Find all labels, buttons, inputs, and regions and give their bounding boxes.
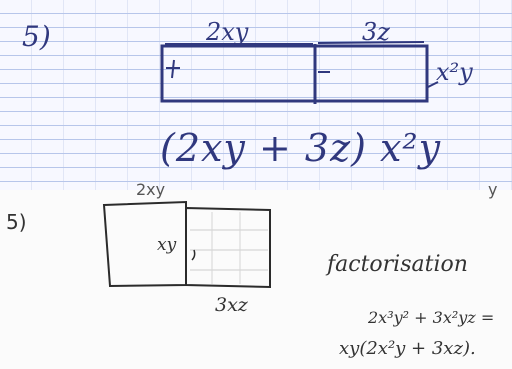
cut-off-label: 2xy: [136, 180, 166, 199]
bottom-worksheet-panel: 5) 2xy y xy 3xz factorisation 2x³y² + 3x…: [0, 180, 512, 369]
top-worksheet-panel: 5) 2xy 3z x²y (2xy + 3z) x²y: [0, 0, 512, 190]
exercise-number: 5): [22, 20, 51, 53]
right-rectangle: [185, 206, 271, 289]
tick-mark: [427, 81, 439, 88]
exercise-number: 5): [6, 210, 27, 234]
cut-off-label: y: [488, 180, 498, 199]
factorisation-line-2: xy(2x²y + 3xz).: [339, 338, 476, 359]
factored-expression: (2xy + 3z) x²y: [160, 126, 442, 170]
area-rectangle: [160, 44, 429, 103]
bottom-drawing: [102, 200, 271, 289]
inner-square-label: xy: [157, 235, 177, 255]
right-side-label: x²y: [436, 58, 473, 86]
factorisation-title: factorisation: [327, 252, 468, 277]
factorisation-line-1: 2x³y² + 3x²yz =: [368, 308, 495, 327]
top-right-label: 3z: [362, 18, 390, 46]
tick-mark: [171, 59, 175, 79]
top-drawing: [160, 41, 439, 104]
top-right-dimension-line: [317, 41, 425, 44]
top-left-label: 2xy: [206, 18, 249, 46]
bottom-dimension-label: 3xz: [215, 294, 248, 316]
comma-mark: [191, 249, 196, 261]
